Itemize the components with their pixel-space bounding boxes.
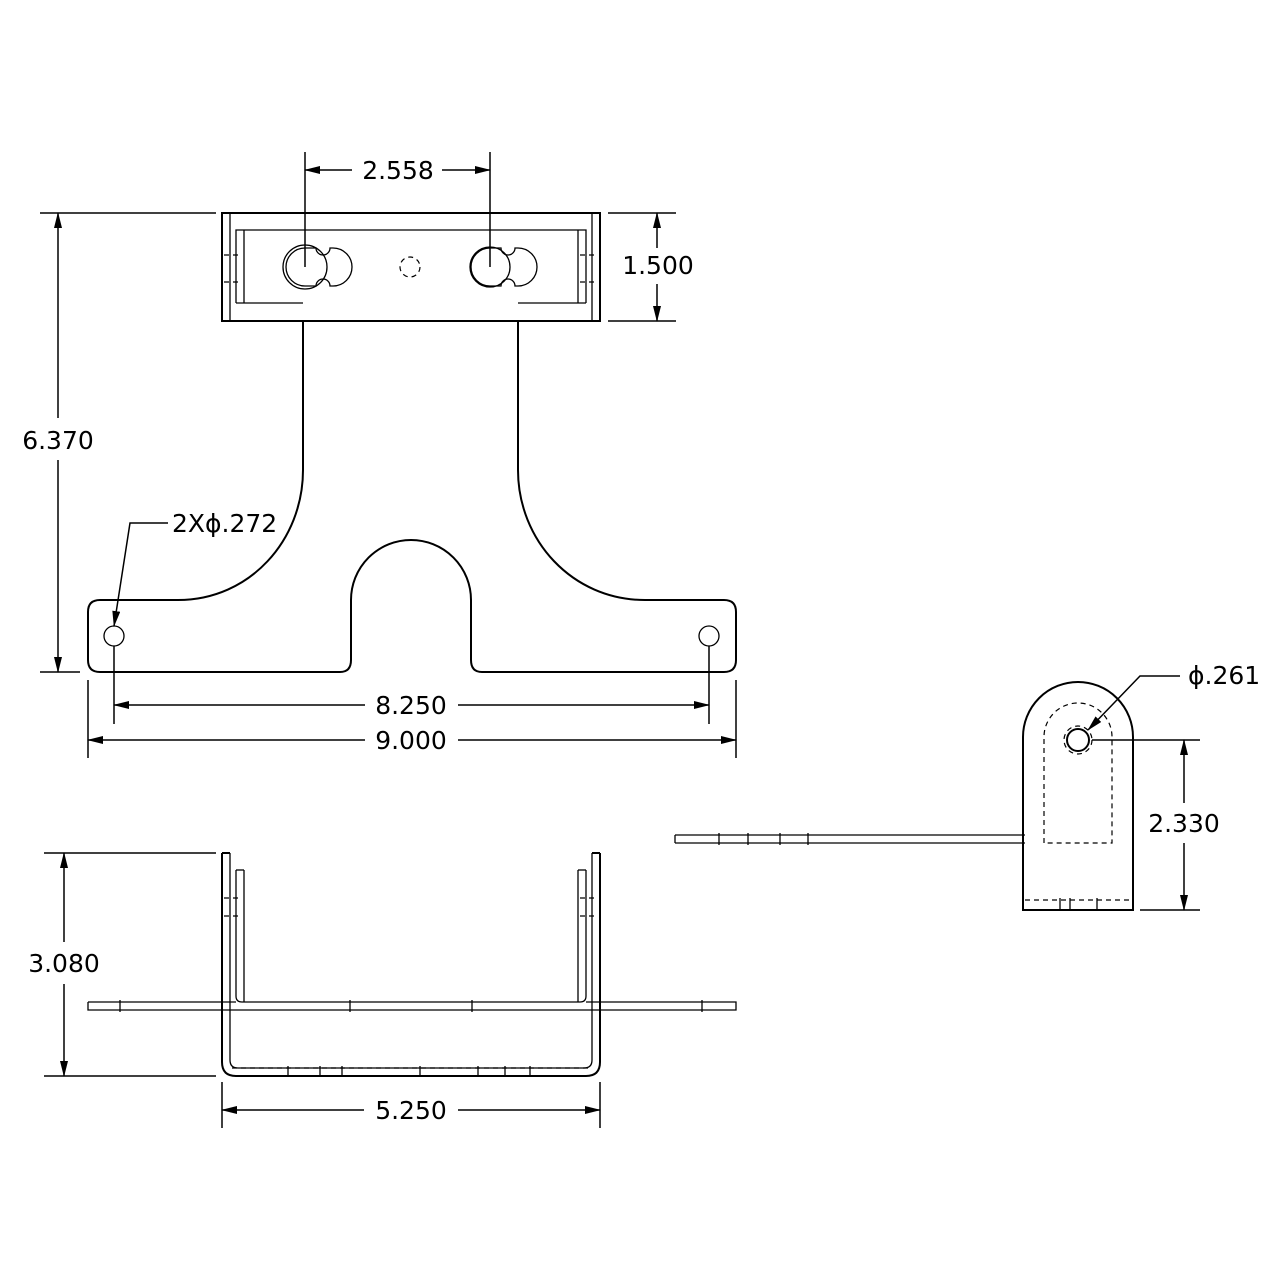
mount-hole-right — [698, 625, 720, 647]
dim-text-bend-depth: 3.080 — [28, 949, 100, 978]
side-tab-hidden — [1043, 702, 1113, 844]
dim-text-pivot-height: 2.330 — [1148, 809, 1220, 838]
dim-text-overall-width: 9.000 — [375, 726, 447, 755]
base-plate — [87, 1001, 737, 1011]
dim-overall-height: 6.370 — [22, 212, 216, 673]
front-view — [87, 212, 737, 673]
keyhole-slot-right — [469, 246, 538, 288]
dim-text-hole-spacing: 8.250 — [375, 691, 447, 720]
dim-text-channel-width: 5.250 — [375, 1096, 447, 1125]
dim-flange-height: 1.500 — [608, 212, 694, 322]
channel-outer — [221, 853, 601, 1077]
front-body-outline — [87, 321, 737, 673]
mount-hole-left — [103, 625, 125, 647]
keyhole-slot-left — [282, 244, 353, 290]
dim-hole-spacing: 8.250 — [113, 646, 710, 724]
side-tab-outline — [1022, 681, 1134, 911]
center-hole-hidden — [399, 256, 421, 278]
channel-inner — [229, 853, 593, 1069]
dim-text-pivot-hole: ϕ.261 — [1188, 661, 1260, 690]
dim-pivot-hole: ϕ.261 — [1087, 661, 1260, 731]
dim-text-overall-height: 6.370 — [22, 426, 94, 455]
dim-text-slot-spacing: 2.558 — [362, 156, 434, 185]
dim-text-mount-holes: 2Xϕ.272 — [172, 509, 277, 538]
dim-bend-depth: 3.080 — [28, 852, 216, 1077]
dim-text-flange-height: 1.500 — [622, 251, 694, 280]
dim-slot-spacing: 2.558 — [304, 152, 491, 267]
front-flange-inner — [235, 229, 587, 303]
bottom-view — [87, 852, 737, 1077]
dim-channel-width: 5.250 — [221, 1082, 601, 1128]
pivot-hole — [1066, 728, 1090, 752]
dim-pivot-height: 2.330 — [1092, 739, 1220, 911]
front-flange-outer — [221, 212, 601, 322]
dim-overall-width: 9.000 — [87, 680, 737, 758]
side-view — [674, 681, 1134, 911]
dim-mount-holes: 2Xϕ.272 — [112, 509, 277, 627]
